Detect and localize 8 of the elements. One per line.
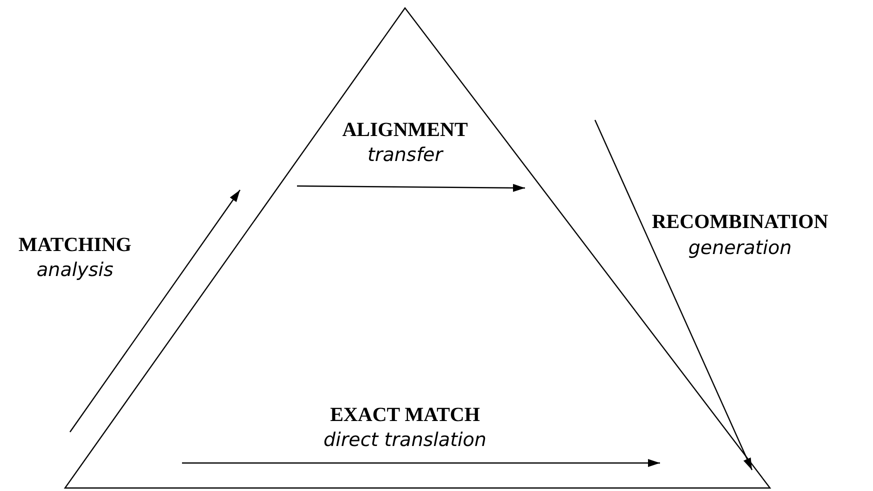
caption-text: generation [688,236,792,260]
heading-label: ALIGNMENT [342,118,468,142]
heading-label: EXACT MATCH [330,403,480,427]
caption-text: direct translation [324,428,486,452]
caption-text: analysis [36,258,114,282]
heading-label: RECOMBINATION [652,210,828,234]
heading-label: MATCHING [18,233,132,257]
caption-text: transfer [367,143,443,167]
